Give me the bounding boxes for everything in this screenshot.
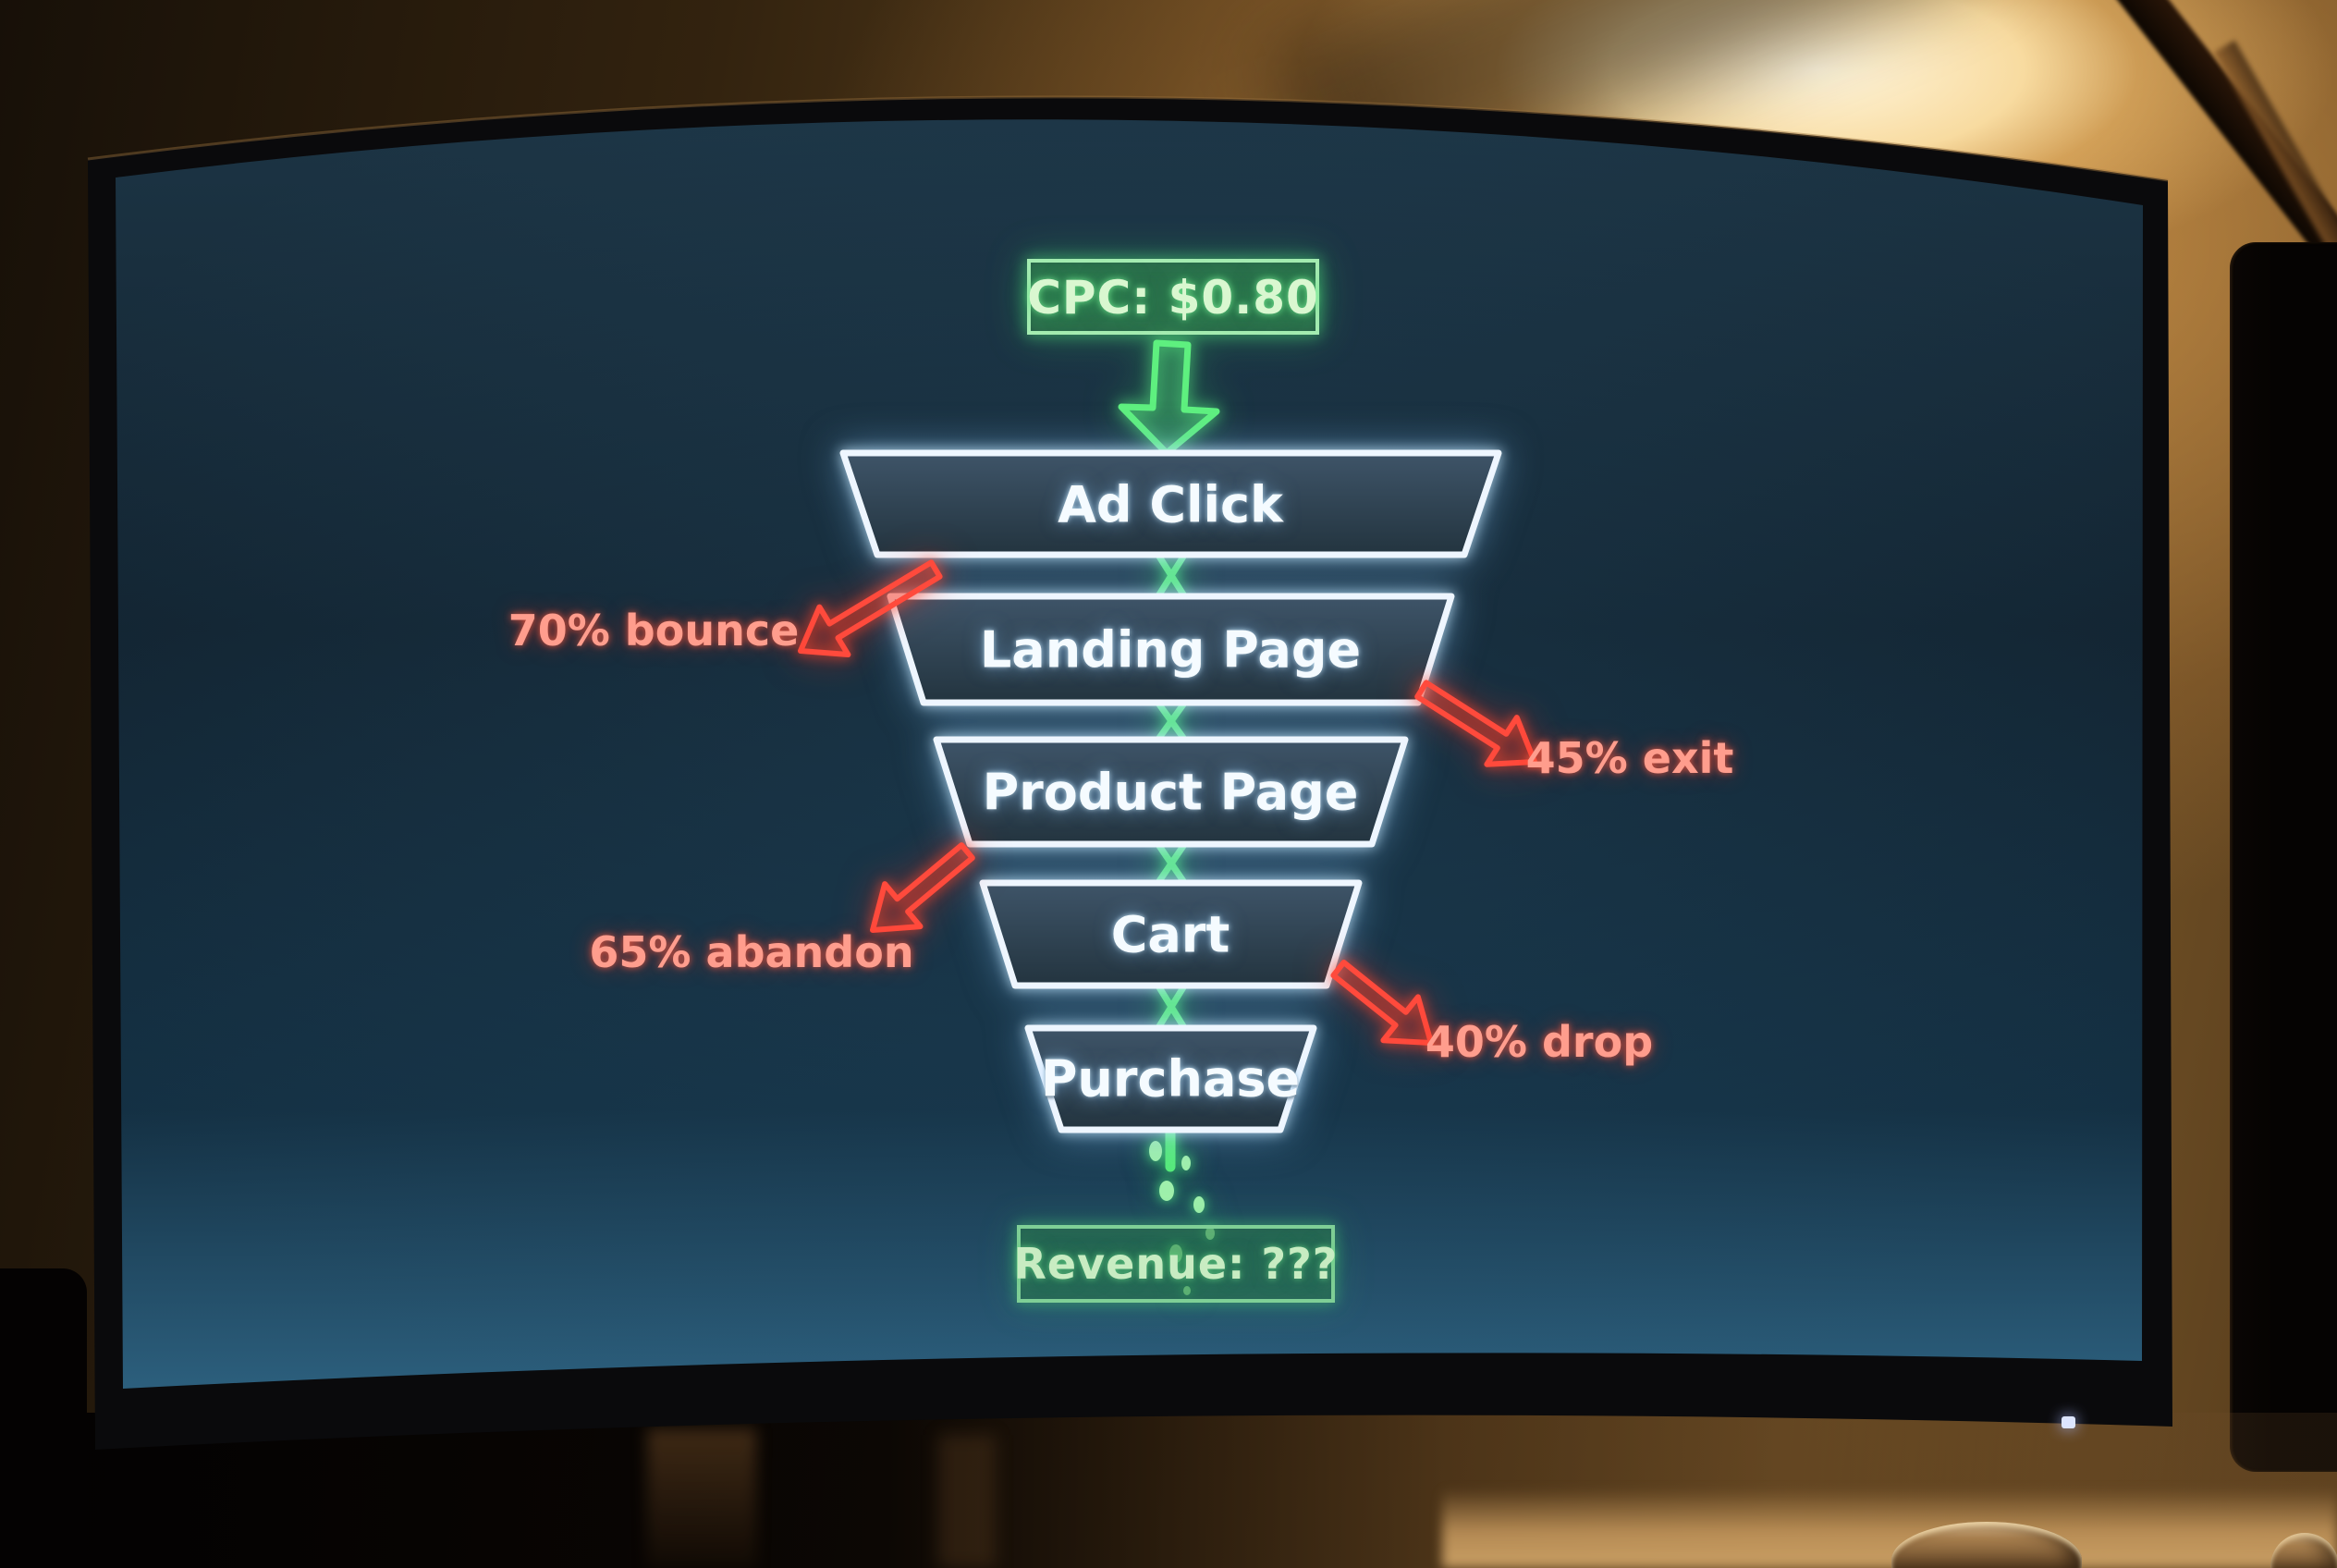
revenue-droplets bbox=[1149, 1141, 1215, 1295]
funnel-stage-cart bbox=[979, 879, 1363, 989]
stage-label-2: Landing Page bbox=[979, 620, 1362, 680]
down-arrow-icon bbox=[1118, 339, 1220, 457]
desk-light-gap bbox=[647, 1428, 756, 1568]
loss-arrows bbox=[798, 559, 1537, 1046]
revenue-label: Revenue: ??? bbox=[1013, 1239, 1339, 1289]
revenue-box bbox=[1017, 1225, 1335, 1303]
abandon-arrow-icon bbox=[870, 842, 975, 933]
funnel-stage-ad-click bbox=[839, 449, 1502, 558]
second-monitor-edge bbox=[2230, 242, 2337, 1472]
funnel bbox=[839, 449, 1502, 1133]
exit-arrow-icon bbox=[1414, 680, 1537, 767]
exit-rate-label: 45% exit bbox=[1525, 733, 1734, 783]
cpc-box bbox=[1027, 259, 1319, 335]
speaker bbox=[0, 1268, 87, 1568]
cpc-label: CPC: $0.80 bbox=[1027, 271, 1319, 325]
bounce-rate-label: 70% bounce bbox=[508, 606, 800, 655]
drop-rate-label: 40% drop bbox=[1425, 1017, 1654, 1067]
desk-surface bbox=[1442, 1488, 2337, 1568]
funnel-flow-line bbox=[1156, 553, 1187, 1172]
funnel-stage-product-page bbox=[933, 736, 1409, 848]
funnel-stage-purchase bbox=[1024, 1024, 1317, 1133]
stage-label-3: Product Page bbox=[982, 763, 1359, 822]
abandon-rate-label: 65% abandon bbox=[589, 927, 914, 977]
bounce-arrow-icon bbox=[798, 559, 943, 657]
desk-light-gap-2 bbox=[938, 1435, 996, 1568]
stage-label-4: Cart bbox=[1110, 905, 1230, 964]
drop-arrow-icon bbox=[1330, 960, 1434, 1046]
funnel-stage-landing-page bbox=[887, 593, 1455, 706]
stage-label-5: Purchase bbox=[1040, 1049, 1301, 1109]
stage-label-1: Ad Click bbox=[1058, 475, 1283, 534]
power-led bbox=[2062, 1416, 2075, 1428]
